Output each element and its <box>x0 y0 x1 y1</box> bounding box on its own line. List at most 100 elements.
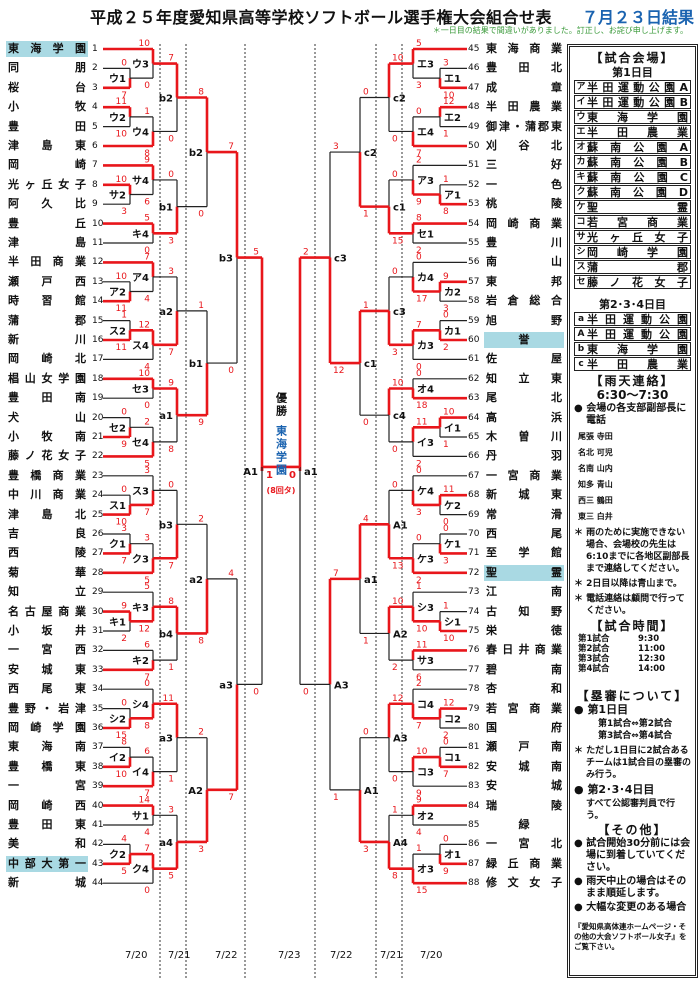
team-name: 岡崎北 <box>8 352 86 366</box>
team-name: 西陵 <box>8 546 86 560</box>
team-number: 75 <box>468 626 480 636</box>
day-label: 7/21 <box>168 950 191 961</box>
score-label: 4 <box>121 834 127 844</box>
team-name: 瑞陵 <box>486 798 562 812</box>
game-label: A1 <box>243 467 258 478</box>
team-name: 津島東 <box>8 139 86 152</box>
score-label: 11 <box>443 485 454 495</box>
game-label: b3 <box>159 520 173 531</box>
game-label: c2 <box>364 148 377 159</box>
venue-code: エ <box>576 127 586 137</box>
score-label: 10 <box>116 175 128 185</box>
game-label: オ2 <box>417 810 434 822</box>
score-label: 1 <box>168 775 174 785</box>
game-label: A3 <box>334 680 349 691</box>
venue-code: オ <box>576 142 586 152</box>
team-name: 至学館 <box>486 546 562 560</box>
day-label: 7/22 <box>215 950 238 961</box>
score-label: 0 <box>144 886 150 896</box>
umpire-pair-2: 第3試合⇔第4試合 <box>598 731 673 741</box>
champion-name: 東海学園 <box>275 424 288 477</box>
score-label: 10 <box>392 54 404 64</box>
umpire-title: 【塁審について】 <box>576 689 689 703</box>
score-label: 7 <box>416 320 422 330</box>
team-row: 津島東 6 <box>6 138 106 154</box>
score-label: 0 <box>392 134 398 144</box>
venue-name: 半田運動公園B <box>587 96 688 109</box>
score-label: 2 <box>392 663 398 673</box>
score-label: 2 <box>416 459 422 469</box>
team-name: 東海南 <box>8 740 86 754</box>
game-label: c4 <box>393 411 406 422</box>
score-label: 0 <box>416 362 422 372</box>
score-label: 11 <box>116 97 127 107</box>
score-label: 5 <box>144 459 150 469</box>
rain-note: ＊ 電話連絡は顧問で行ってください。 <box>574 594 685 616</box>
team-number: 85 <box>468 820 480 830</box>
team-number: 57 <box>468 276 480 287</box>
score-label: 8 <box>144 149 150 159</box>
venue-name: 半田農業 <box>587 358 688 371</box>
team-name: 豊丘 <box>8 216 86 230</box>
team-number: 38 <box>92 761 104 772</box>
team-number: 24 <box>92 490 104 501</box>
score-label: 11 <box>116 343 127 353</box>
team-number: 20 <box>92 412 104 423</box>
game-label: ク4 <box>132 864 149 876</box>
footer-note: 『愛知県高体連ホームページ・その他の大会ソフトボール女子』をご覧下さい。 <box>574 922 687 951</box>
rain-call: ● 会場の各支部副部長に電話 <box>574 403 687 426</box>
score-label: 11 <box>116 304 127 314</box>
game-label: オ4 <box>417 384 434 396</box>
umpire-day234-text: 第2･3･4日目 <box>587 783 655 796</box>
team-name: 豊田北 <box>486 61 562 75</box>
venue-code: イ <box>576 97 586 107</box>
game-label: ア2 <box>109 287 126 299</box>
score-label: 0 <box>416 534 422 544</box>
team-name: 時習館 <box>8 294 86 308</box>
score-label: 7 <box>144 844 150 854</box>
game-label: コ2 <box>444 714 461 725</box>
team-name: 豊田南 <box>8 391 86 405</box>
team-name: 高浜 <box>486 410 562 424</box>
team-name: 岡崎商業 <box>486 216 562 230</box>
score-label: 0 <box>121 58 127 68</box>
team-name: 国府 <box>486 721 562 734</box>
team-number: 3 <box>92 82 98 93</box>
team-name: 丹羽 <box>486 449 562 463</box>
game-label: オ1 <box>444 849 461 861</box>
team-number: 6 <box>92 141 98 151</box>
score-label: 4 <box>363 514 369 524</box>
venue-code: a <box>577 314 585 324</box>
game-label: イ1 <box>444 422 461 434</box>
team-number: 22 <box>92 451 104 462</box>
score-label: 1 <box>443 175 449 185</box>
team-number: 39 <box>92 781 104 792</box>
umpire-day234: ● 第2･3･4日目 <box>574 783 655 796</box>
team-number: 2 <box>92 63 98 74</box>
score-label: 2 <box>416 155 422 165</box>
game-label: シ4 <box>132 699 149 711</box>
game-time: 14:00 <box>638 664 666 674</box>
team-number: 12 <box>92 257 104 268</box>
score-label: 9 <box>416 789 422 799</box>
team-name: 吉良 <box>8 527 86 540</box>
venue-row: ウ東海学園 <box>574 110 691 124</box>
score-label: 2 <box>121 634 127 644</box>
score-label: 8 <box>121 737 127 747</box>
score-label: 3 <box>144 466 150 476</box>
